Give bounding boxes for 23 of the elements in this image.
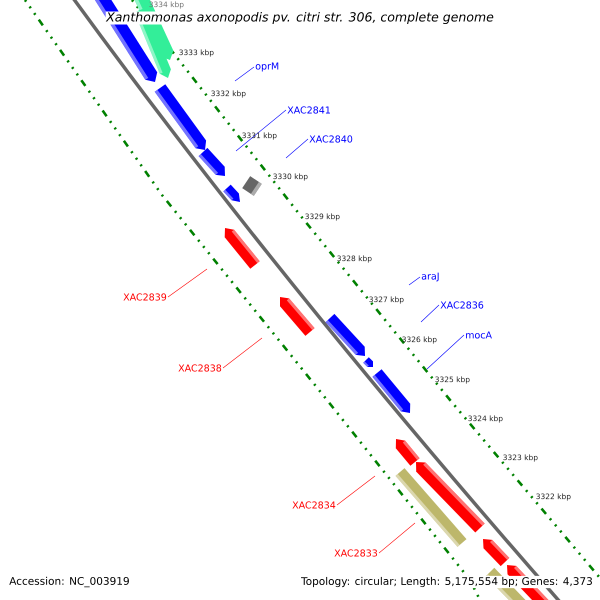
gene-label: oprM	[256, 62, 278, 72]
leader-line	[378, 522, 416, 554]
gene-label: mocA	[466, 331, 492, 339]
gene-label: araJ	[422, 272, 439, 282]
gene-label: XAC2840	[309, 135, 352, 143]
leader-line	[420, 304, 440, 322]
leader-line	[426, 334, 464, 370]
leader-line	[168, 268, 208, 298]
accession-text: Accession: NC_003919	[8, 576, 131, 588]
leader-line	[408, 276, 420, 286]
leader-line	[236, 110, 286, 152]
gene-label: XAC2836	[440, 301, 484, 309]
gene-label: XAC2839	[123, 293, 166, 301]
gene-label: XAC2838	[178, 364, 222, 372]
leader-line	[286, 138, 308, 158]
gene-label: XAC2841	[287, 106, 330, 114]
title: Xanthomonas axonopodis pv. citri str. 306, complete genome	[106, 11, 494, 25]
gene-label: XAC2833	[334, 549, 378, 557]
gene-label: XAC2834	[292, 501, 336, 509]
leader-line	[234, 66, 254, 82]
genome-info-text: Topology: circular; Length: 5,175,554 bp; Genes: 4,373	[300, 576, 594, 588]
leader-line	[222, 338, 262, 368]
leader-line	[336, 476, 376, 506]
